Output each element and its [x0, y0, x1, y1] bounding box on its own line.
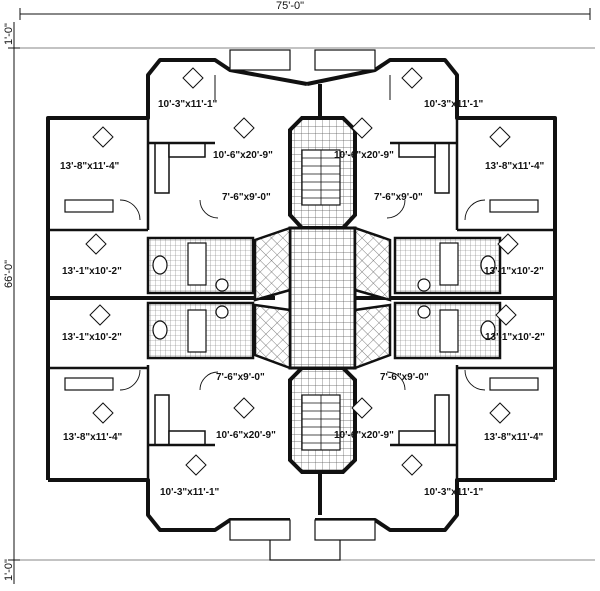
room-label-bedroom-small-br: 13'-1"x10'-2" — [485, 332, 545, 343]
room-label-bedroom-small-tr: 13'-1"x10'-2" — [484, 266, 544, 277]
room-label-bedroom-large-tl: 13'-8"x11'-4" — [60, 161, 120, 172]
room-label-foyer-tr: 7'-6"x9'-0" — [374, 192, 423, 203]
top-offset-label: 1'-0" — [3, 23, 15, 45]
room-label-living-br: 10'-6"x20'-9" — [334, 430, 394, 441]
room-label-foyer-tl: 7'-6"x9'-0" — [222, 192, 271, 203]
party-walls — [48, 84, 555, 515]
dimension-lines — [8, 8, 595, 584]
room-label-nook-br: 10'-3"x11'-1" — [424, 487, 484, 498]
room-label-living-tl: 10'-6"x20'-9" — [213, 150, 273, 161]
overall-width-label: 75'-0" — [276, 0, 305, 12]
room-label-foyer-bl: 7'-6"x9'-0" — [216, 372, 265, 383]
room-label-bedroom-large-bl: 13'-8"x11'-4" — [63, 432, 123, 443]
room-label-living-tr: 10'-6"x20'-9" — [334, 150, 394, 161]
stair-core-bottom — [288, 366, 357, 474]
room-label-living-bl: 10'-6"x20'-9" — [216, 430, 276, 441]
room-label-bedroom-small-bl: 13'-1"x10'-2" — [62, 332, 122, 343]
light-fixtures — [85, 67, 519, 476]
room-label-nook-tr: 10'-3"x11'-1" — [424, 99, 484, 110]
closets — [64, 199, 539, 391]
room-label-nook-tl: 10'-3"x11'-1" — [158, 99, 218, 110]
balconies — [229, 49, 376, 561]
room-label-bedroom-large-br: 13'-8"x11'-4" — [484, 432, 544, 443]
room-label-foyer-br: 7'-6"x9'-0" — [380, 372, 429, 383]
room-label-bedroom-small-tl: 13'-1"x10'-2" — [62, 266, 122, 277]
room-label-nook-bl: 10'-3"x11'-1" — [160, 487, 220, 498]
interior-walls — [48, 75, 555, 480]
stair-core-top — [288, 116, 357, 230]
door-swings — [119, 199, 486, 391]
central-corridor — [253, 226, 392, 370]
room-label-bedroom-large-tr: 13'-8"x11'-4" — [485, 161, 545, 172]
overall-depth-label: 66'-0" — [3, 259, 15, 289]
bottom-offset-label: 1'-0" — [3, 559, 15, 581]
bathrooms — [146, 236, 502, 360]
